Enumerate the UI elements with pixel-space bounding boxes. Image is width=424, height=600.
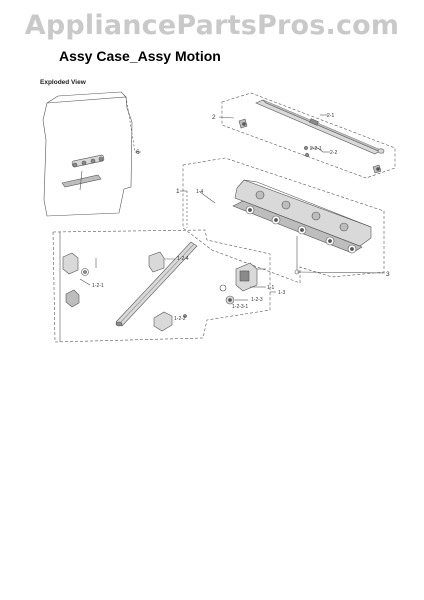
motion-carrier-part (232, 179, 372, 254)
case-motion-node (90, 158, 96, 164)
connector-part (65, 289, 80, 308)
carrier-roller (311, 211, 321, 221)
callout-1: 1 (176, 188, 180, 195)
washer-hole (83, 270, 87, 274)
screw (305, 153, 309, 157)
clip-hole (242, 122, 246, 126)
case-group (42, 91, 141, 217)
case-edge (57, 91, 122, 97)
group-2-outline (221, 92, 396, 179)
carrier-roller (281, 200, 291, 210)
shaft-end (115, 321, 123, 327)
callout-1-2-3-1: 1-2-3-1 (232, 304, 248, 310)
gear (219, 284, 227, 292)
callout-1-3: 1-3 (278, 290, 285, 296)
callout-1-1: 1-1 (267, 285, 274, 291)
carrier-top-edge (243, 179, 372, 228)
callout-1-2-4: 1-2-4 (177, 256, 189, 262)
callout-1-2-2: 1-2-2 (174, 316, 186, 322)
case-motion-node (81, 160, 87, 166)
case-motion-node (72, 162, 78, 168)
motor-core (239, 270, 250, 282)
case-panel (42, 96, 133, 217)
case-motion-node (98, 156, 104, 162)
clip-hole (376, 167, 380, 171)
bracket-left (62, 252, 79, 275)
clip-part (238, 118, 382, 174)
callout-1-4: 1-4 (196, 189, 203, 195)
cover-bar-label (309, 118, 319, 126)
carrier-gear-hub (248, 208, 252, 212)
motor-part (235, 262, 266, 292)
case-edge (120, 91, 127, 98)
case-motion-bar (71, 154, 105, 168)
callout-6: 6 (136, 149, 140, 156)
callout-2-2: 2-2 (330, 150, 337, 156)
callout-2-2-1: 2-2-1 (310, 146, 322, 152)
gear-hub (228, 298, 232, 302)
screw (183, 314, 187, 318)
cover-bar-end (377, 148, 385, 154)
carrier-gear-hub (274, 218, 278, 222)
callout-2: 2 (212, 114, 216, 121)
watermark-logo: AppliancePartsPros.com (24, 10, 400, 41)
leader-line (199, 191, 216, 204)
carrier-gear-hub (350, 247, 354, 251)
group-1-2-outline (52, 229, 271, 343)
leader-line (296, 271, 386, 274)
page-title: Assy Case_Assy Motion (59, 48, 221, 64)
carrier-roller (339, 222, 349, 232)
gear-part (219, 284, 248, 305)
leader-line (317, 147, 324, 153)
holder-body (153, 311, 173, 332)
shaft-part (115, 241, 198, 327)
bracket-right (148, 251, 165, 273)
carrier-gear-hub (300, 228, 304, 232)
bracket-part (62, 251, 185, 276)
leader-line (125, 96, 136, 153)
case-rail (61, 174, 102, 188)
carrier-roller (255, 190, 265, 200)
callout-1-2-3: 1-2-3 (251, 297, 263, 303)
leader-line (79, 278, 91, 286)
case-rail-post (79, 170, 83, 191)
cover-bar-part (255, 99, 385, 155)
holder-part (153, 311, 187, 332)
carrier-gear-hub (328, 239, 332, 243)
leader-line (218, 116, 235, 119)
callout-1-2-1: 1-2-1 (92, 283, 104, 289)
cover-bar-edge (262, 99, 384, 154)
callout-2-1: 2-1 (327, 113, 334, 119)
callout-3: 3 (386, 271, 390, 278)
screw (304, 146, 308, 150)
view-label: Exploded View (40, 79, 86, 86)
shaft-highlight (118, 243, 195, 325)
case-edge (46, 95, 59, 104)
